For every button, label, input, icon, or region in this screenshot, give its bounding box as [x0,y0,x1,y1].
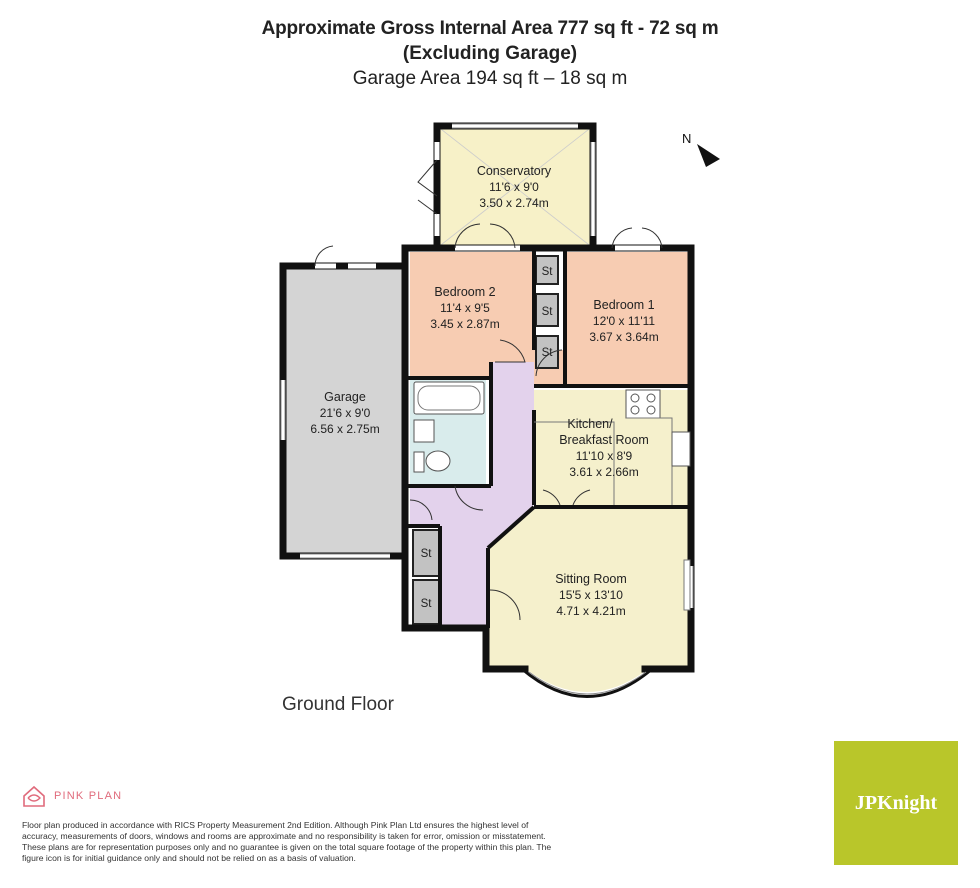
bath-icon [413,381,485,415]
bedroom2-name: Bedroom 2 [434,285,495,299]
conservatory-name: Conservatory [477,164,552,178]
bedroom2-imperial: 11'4 x 9'5 [440,301,490,315]
sitting-metric: 4.71 x 4.21m [556,604,625,618]
store-3 [535,335,559,369]
kitchen-name-line2: Breakfast Room [559,433,649,447]
bedroom2-metric: 3.45 x 2.87m [430,317,499,331]
store-label: St [421,548,433,560]
sitting-imperial: 15'5 x 13'10 [559,588,623,602]
garage-imperial: 21'6 x 9'0 [320,406,371,420]
sink-icon [671,431,691,467]
bedroom1-name: Bedroom 1 [593,298,654,312]
disclaimer: Floor plan produced in accordance with R… [22,820,552,863]
agent-logo: JPKnight [834,741,958,865]
agent-logo-text: JPKnight [854,791,938,814]
bedroom1-metric: 3.67 x 3.64m [589,330,658,344]
compass-label: N [682,131,691,146]
pink-plan-text: PINK PLAN [54,790,123,802]
store-label: St [542,266,554,278]
store-4 [412,529,440,577]
house-logo-icon [23,785,45,807]
basin-icon [413,419,435,443]
hob-icon [625,389,661,419]
garage-name: Garage [324,390,366,404]
store-label: St [542,306,554,318]
sitting-name: Sitting Room [555,572,627,586]
conservatory-imperial: 11'6 x 9'0 [489,180,539,194]
sitting-fill [488,509,691,666]
kitchen-fill [534,390,691,505]
store-label: St [542,347,554,359]
garage-area: Garage Area 194 sq ft – 18 sq m [352,68,628,89]
bedroom2-fill [410,252,534,376]
kitchen-metric: 3.61 x 2.66m [569,465,638,479]
kitchen-imperial: 11'10 x 8'9 [576,449,633,463]
store-label: St [421,598,433,610]
garage-metric: 6.56 x 2.75m [310,422,379,436]
garage-fill [286,268,405,554]
floor-label: Ground Floor [282,694,394,715]
pink-plan-logo: PINK PLAN [22,784,122,808]
area-subtitle: (Excluding Garage) [402,43,578,64]
conservatory-metric: 3.50 x 2.74m [479,196,548,210]
toilet-icon [425,450,451,472]
kitchen-name-line1: Kitchen/ [567,417,613,431]
bedroom1-fill [565,252,691,386]
area-title: Approximate Gross Internal Area 777 sq f… [261,18,719,39]
bedroom1-imperial: 12'0 x 11'11 [593,314,656,328]
compass-arrow-icon [697,144,720,167]
